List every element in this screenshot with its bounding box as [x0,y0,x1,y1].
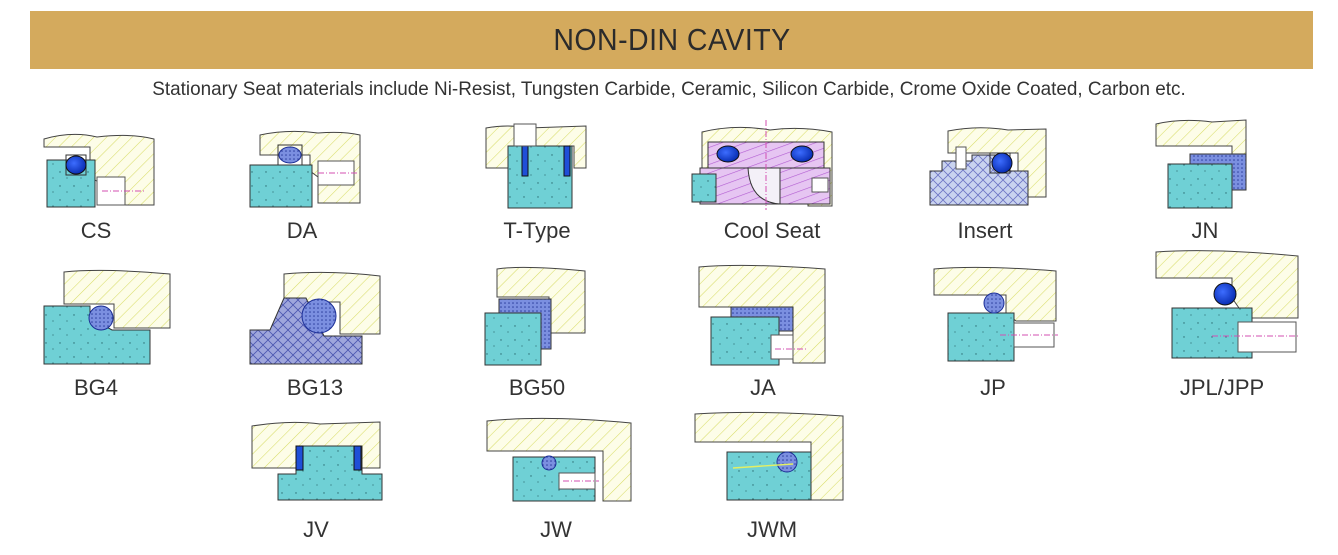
cavity-label-bg4: BG4 [73,375,119,400]
cavity-bg50 [483,265,588,368]
cavity-t-type [478,122,593,210]
cavity-jp [930,265,1060,368]
title-banner: NON-DIN CAVITY [30,11,1313,69]
cavity-label-jn: JN [1191,218,1219,243]
cavity-da-drawing [249,130,361,208]
cavity-jwm [693,410,848,503]
cavity-cs-drawing [43,133,155,208]
cavity-bg13 [248,270,383,368]
cavity-label-jwm: JWM [746,517,798,542]
cavity-insert [928,125,1048,210]
cavity-bg4-drawing [43,269,171,365]
cavity-label-jw: JW [540,517,572,542]
cavity-insert-drawing [929,127,1047,206]
cavity-label-jv: JV [303,517,329,542]
cavity-jn [1152,118,1252,210]
cavity-label-cool-seat: Cool Seat [723,218,821,243]
cavity-jv-drawing [251,421,383,501]
cavity-jp-drawing [933,266,1058,362]
cavity-cs [42,125,157,210]
cavity-label-bg13: BG13 [286,375,344,400]
cavity-label-bg50: BG50 [508,375,566,400]
cavity-label-da: DA [286,218,318,243]
cavity-bg4 [42,268,172,368]
cavity-jv [250,418,385,503]
cavity-ja-drawing [698,264,826,366]
cavity-label-t-type: T-Type [503,218,571,243]
cavity-jn-drawing [1155,119,1247,209]
cavity-ja [695,263,830,368]
cavity-bg50-drawing [484,266,586,366]
cavity-cool-seat-drawing [691,120,833,210]
cavity-jw [485,415,635,503]
page-title: NON-DIN CAVITY [552,22,791,57]
cavity-cool-seat [690,120,840,210]
cavity-da [248,125,363,210]
cavity-bg13-drawing [249,271,381,365]
materials-note: Stationary Seat materials include Ni-Res… [152,78,1186,100]
cavity-label-jpl-jpp: JPL/JPP [1179,375,1265,400]
cavity-t-type-drawing [485,123,587,209]
cavity-jw-drawing [486,417,632,502]
cavity-label-cs: CS [80,218,112,243]
cavity-jpl-jpp-drawing [1155,250,1299,359]
cavity-jwm-drawing [694,411,844,501]
cavity-label-ja: JA [750,375,776,400]
cavity-label-jp: JP [980,375,1006,400]
cavity-jpl-jpp [1152,248,1300,368]
cavity-label-insert: Insert [957,218,1013,243]
